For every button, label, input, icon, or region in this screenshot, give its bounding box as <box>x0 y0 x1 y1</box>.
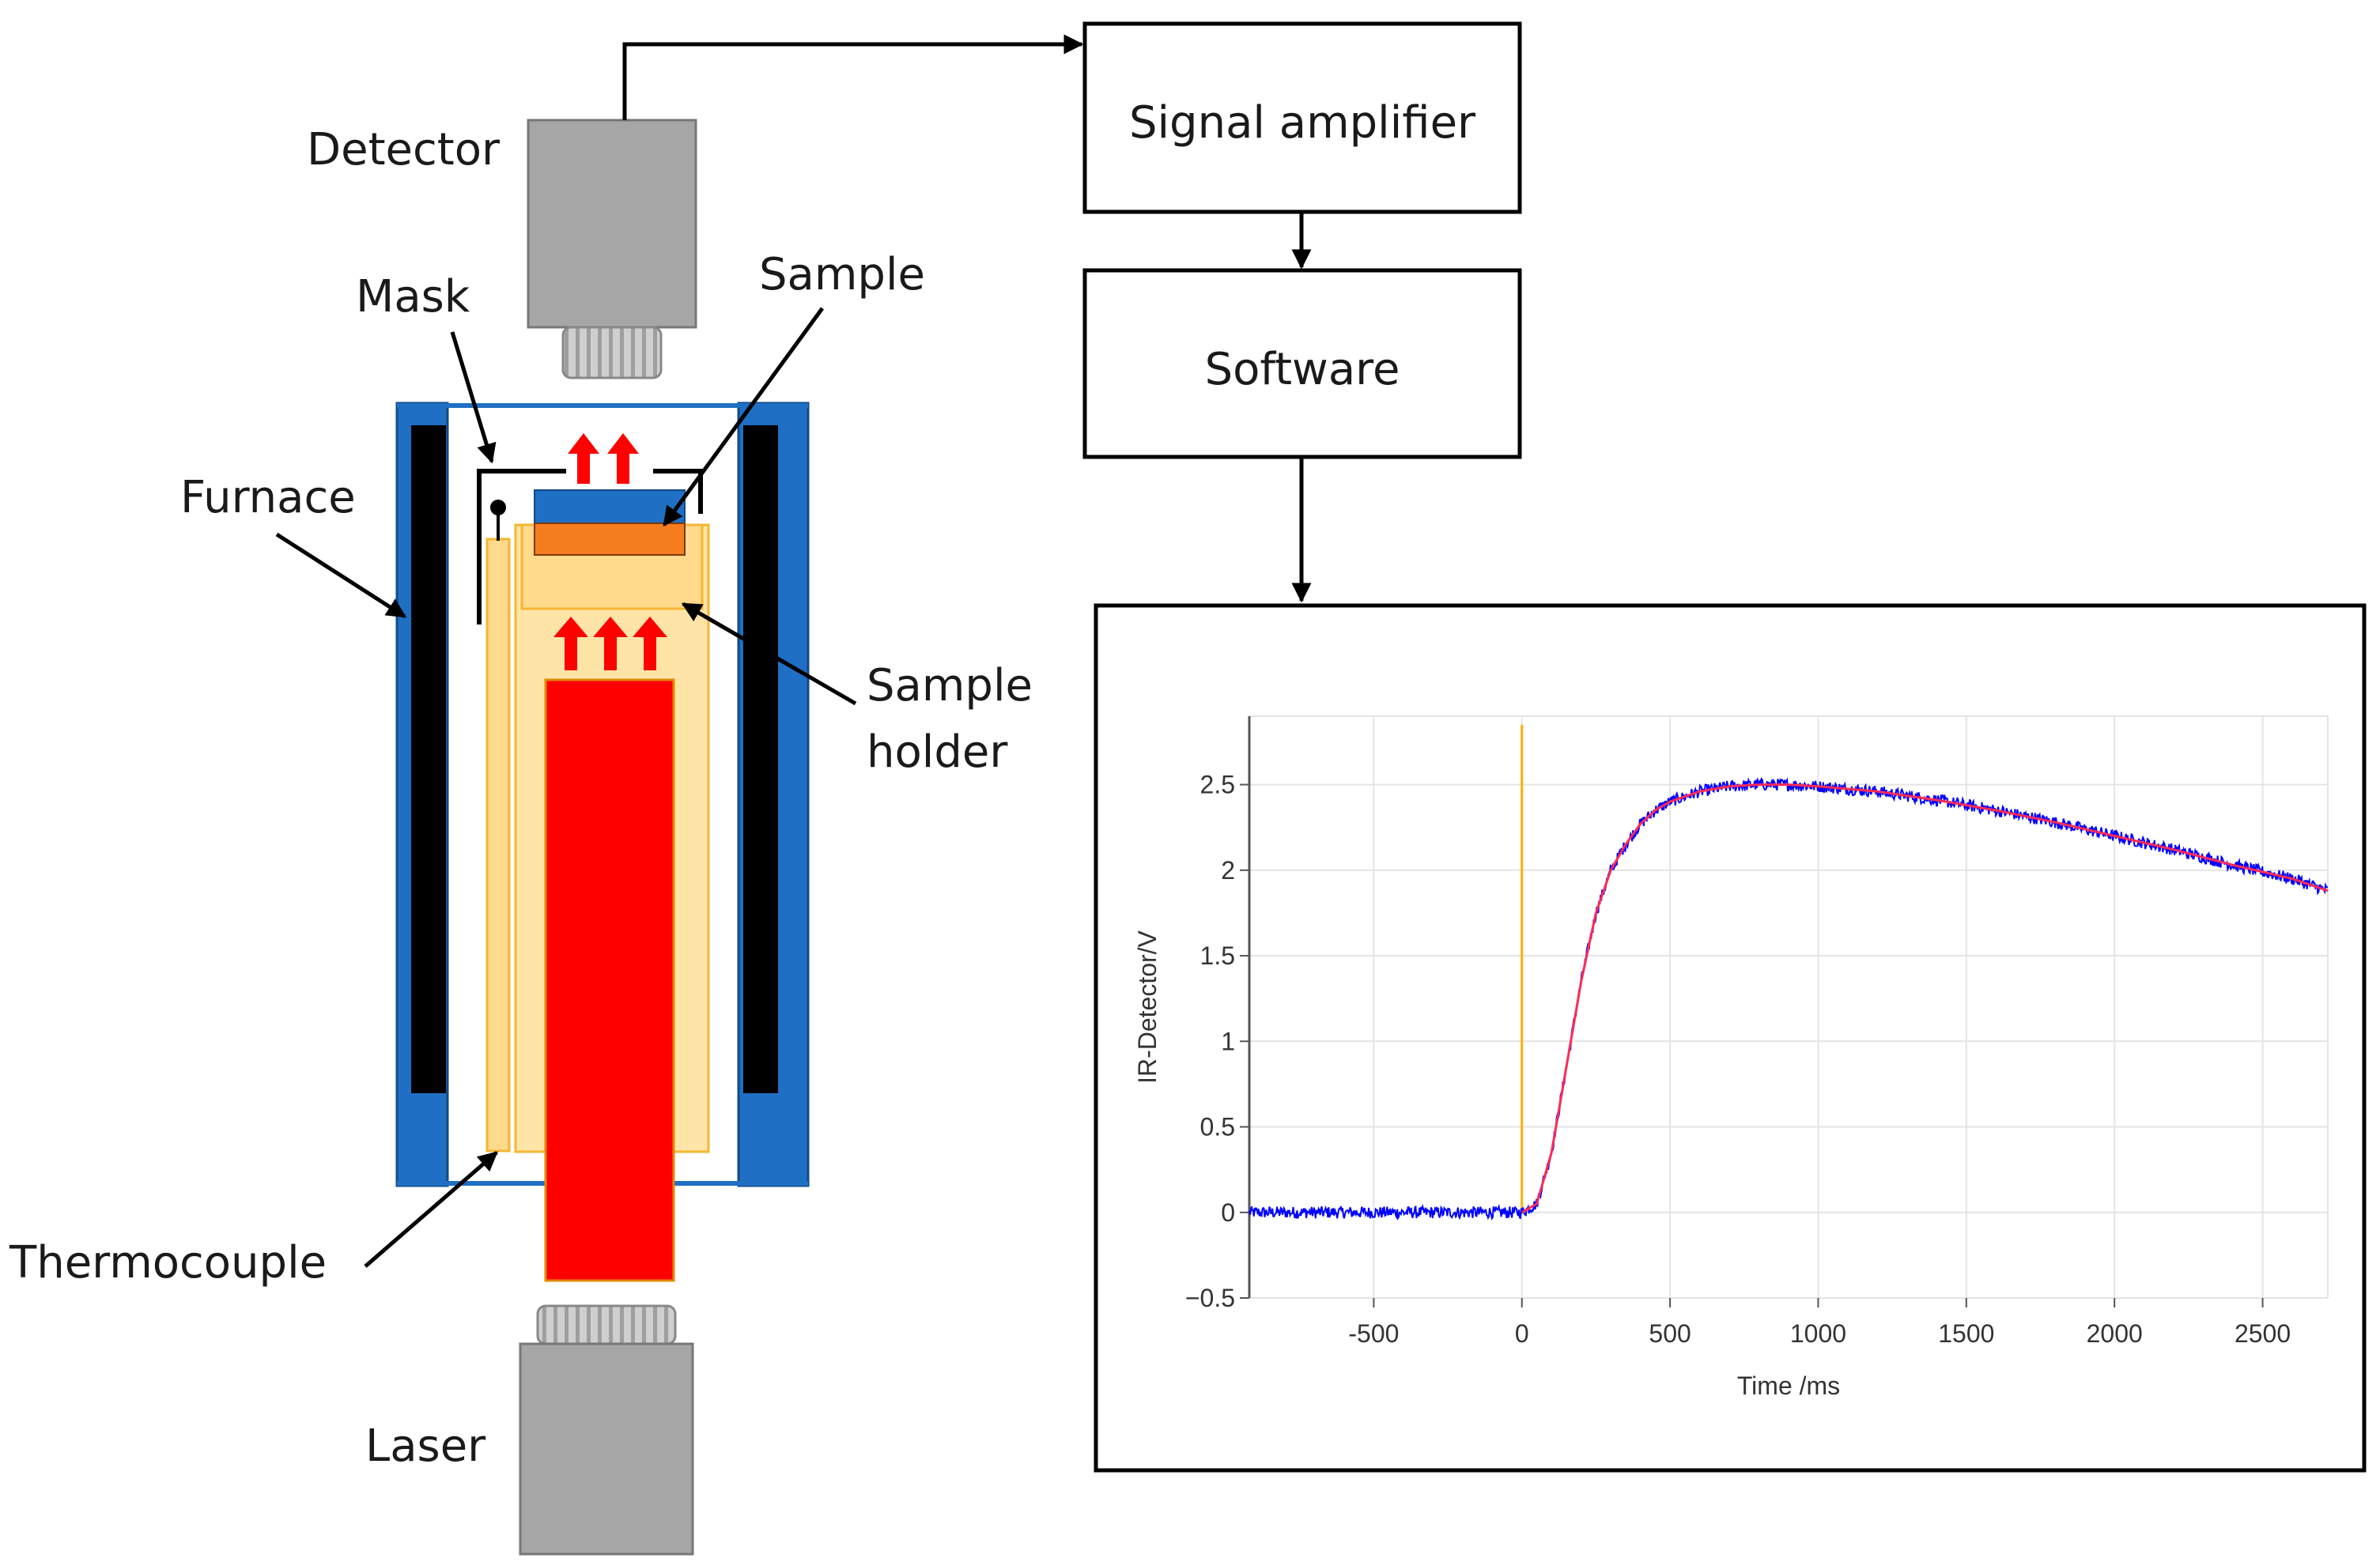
y-tick-label: 0 <box>1221 1198 1235 1227</box>
furnace-leader <box>275 532 407 619</box>
x-tick-label: -500 <box>1348 1319 1399 1348</box>
sample-label: Sample <box>759 249 925 300</box>
fit-curve-line <box>1521 783 2329 1214</box>
heater-element-right <box>743 425 778 1093</box>
software-label: Software <box>1205 344 1400 395</box>
mask-leader <box>450 331 497 464</box>
y-tick-label: 1.5 <box>1200 941 1235 970</box>
sample-holder-leader <box>681 602 857 706</box>
sample-top-layer <box>534 489 686 524</box>
x-tick-label: 2000 <box>2087 1319 2143 1348</box>
laser-label: Laser <box>365 1421 486 1472</box>
furnace-wall-top <box>397 403 808 408</box>
sample-holder-label-line2: holder <box>867 726 1008 778</box>
mask-bracket-left <box>477 469 566 624</box>
heat-arrows-top <box>568 433 639 484</box>
detector-lens <box>561 326 663 379</box>
thermocouple-leader <box>364 1151 498 1268</box>
measured-signal-line <box>1249 776 2329 1221</box>
mask-label: Mask <box>356 271 470 323</box>
x-tick-label: 1500 <box>1938 1319 1994 1348</box>
y-tick-label: 2 <box>1221 856 1235 885</box>
y-tick-label: 0.5 <box>1200 1113 1235 1141</box>
signal-amplifier-box <box>1082 21 1522 214</box>
thermocouple-tip <box>490 500 506 515</box>
laser-lens <box>536 1304 677 1345</box>
y-tick-label: −0.5 <box>1185 1284 1235 1312</box>
y-tick-label: 2.5 <box>1200 771 1235 799</box>
detector-body <box>527 119 697 329</box>
x-tick-label: 2500 <box>2235 1319 2291 1348</box>
furnace-label: Furnace <box>180 472 356 523</box>
y-tick-label: 1 <box>1221 1027 1235 1055</box>
y-axis-label: IR-Detector/V <box>1133 930 1162 1083</box>
x-tick-label: 0 <box>1515 1319 1529 1348</box>
signal-amplifier-label: Signal amplifier <box>1129 97 1476 149</box>
sample-bottom-layer <box>534 523 686 556</box>
x-tick-label: 1000 <box>1790 1319 1846 1348</box>
mask-bracket-right <box>653 469 703 514</box>
sample-holder-label-line1: Sample <box>867 660 1033 711</box>
heater-element-left <box>411 425 446 1093</box>
sample-leader <box>662 307 825 527</box>
chart-frame <box>1094 603 2367 1473</box>
detector-label: Detector <box>307 124 501 175</box>
x-axis-label: Time /ms <box>1737 1371 1840 1400</box>
detector-to-amplifier-arrow <box>622 34 1084 120</box>
x-tick-label: 500 <box>1649 1319 1691 1348</box>
ir-detector-chart: −0.5 0 0.5 1 1.5 2 2.5 -500 0 500 1000 1500 2000 2500… <box>1133 715 2329 1400</box>
laser-beam <box>544 678 675 1282</box>
thermocouple-sheath <box>485 538 511 1153</box>
laser-body <box>519 1342 694 1556</box>
software-box <box>1082 268 1522 459</box>
heat-arrows-bottom <box>553 617 667 670</box>
thermocouple-label: Thermocouple <box>9 1237 327 1288</box>
